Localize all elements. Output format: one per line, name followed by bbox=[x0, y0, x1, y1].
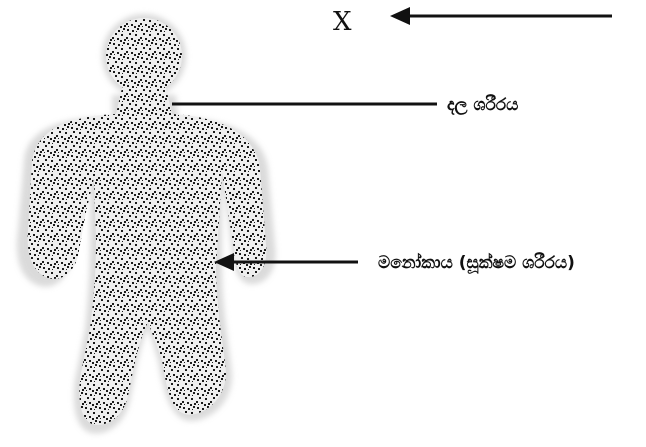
subtle-body-label: මනෝකාය (සූක්ෂම ශරීරය) bbox=[378, 252, 575, 274]
figure-head bbox=[106, 18, 182, 94]
x-pointer-arrow bbox=[390, 7, 612, 25]
x-marker-label: X bbox=[333, 7, 352, 37]
gross-body-label: දල ශරීරය bbox=[447, 94, 518, 116]
